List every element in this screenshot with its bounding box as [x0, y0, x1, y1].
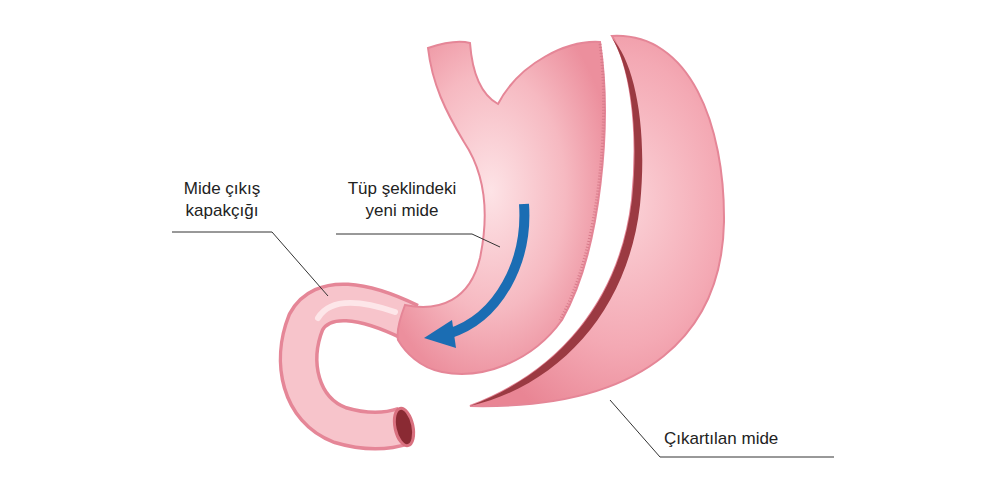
- duodenum-opening: [391, 407, 417, 448]
- callout-label: Tüp şeklindeki yeni mide: [334, 178, 470, 222]
- duodenum-outline: [299, 302, 410, 430]
- duodenum-highlight: [318, 303, 395, 318]
- leader-line: [172, 232, 328, 296]
- food-path-arrow: [448, 204, 524, 334]
- cut-surface: [470, 38, 642, 406]
- arrow-head: [424, 320, 456, 348]
- leader-line: [610, 400, 834, 457]
- callout-label: Çıkartılan mide: [664, 428, 778, 450]
- callout-label: Mide çıkış kapakçığı: [164, 178, 280, 222]
- staple-line: [560, 44, 604, 320]
- leader-line: [336, 234, 500, 247]
- removed-stomach: [470, 36, 724, 406]
- duodenum: [299, 302, 410, 430]
